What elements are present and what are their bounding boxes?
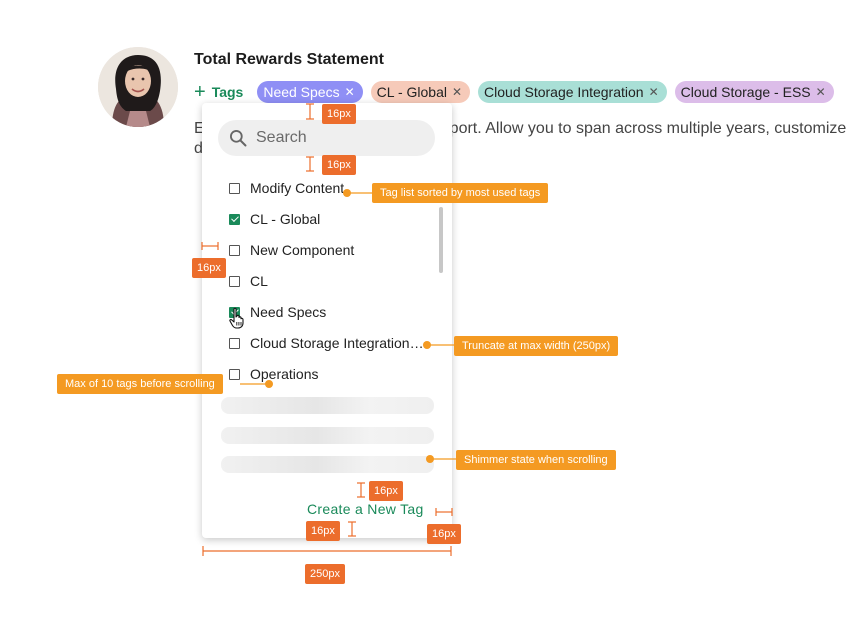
tag-option-label: Need Specs — [250, 304, 327, 320]
tag-option-new-component[interactable]: New Component — [229, 240, 354, 260]
checkbox[interactable] — [229, 368, 240, 380]
spacing-badge: 16px — [427, 524, 461, 544]
spacing-badge: 16px — [306, 521, 340, 541]
close-icon[interactable]: ✕ — [451, 85, 463, 99]
shimmer-placeholder — [221, 427, 434, 444]
close-icon[interactable]: ✕ — [344, 85, 355, 99]
close-icon[interactable]: ✕ — [648, 85, 659, 99]
tag-option-cl-global[interactable]: CL - Global — [229, 209, 320, 229]
tag-option-label: CL — [250, 273, 268, 289]
spacing-badge: 16px — [369, 481, 403, 501]
tag-chip-need-specs[interactable]: Need Specs ✕ — [257, 81, 363, 103]
spacing-badge: 16px — [192, 258, 226, 278]
checkbox[interactable] — [229, 244, 240, 256]
tag-dropdown: Modify Content CL - Global New Component… — [202, 103, 452, 538]
hand-cursor-icon — [229, 307, 244, 329]
tag-chip-cloud-storage-ess[interactable]: Cloud Storage - ESS ✕ — [674, 81, 834, 103]
width-badge: 250px — [305, 564, 345, 584]
tag-option-label: New Component — [250, 242, 355, 258]
tag-option-cloud-storage-integration[interactable]: Cloud Storage Integration Services — [229, 333, 425, 353]
plus-icon: + — [194, 81, 206, 103]
note-truncate-max-width: Truncate at max width (250px) — [454, 336, 619, 356]
tag-chip-label: CL - Global — [376, 84, 447, 100]
checkbox-checked[interactable] — [229, 213, 240, 225]
tag-chip-cloud-storage-integration[interactable]: Cloud Storage Integration ✕ — [478, 81, 667, 103]
create-new-tag-button[interactable]: Create a New Tag — [307, 501, 424, 517]
tags-row: + Tags Need Specs ✕ CL - Global ✕ Cloud … — [194, 81, 842, 103]
note-max-tags-before-scrolling: Max of 10 tags before scrolling — [57, 374, 223, 394]
add-tags-button[interactable]: + Tags — [194, 82, 243, 102]
search-input[interactable] — [256, 129, 426, 147]
checkbox[interactable] — [229, 182, 240, 194]
scrollbar[interactable] — [439, 207, 443, 273]
spacing-badge: 16px — [322, 155, 356, 175]
description-line2-start: d — [194, 140, 203, 157]
close-icon[interactable]: ✕ — [815, 85, 826, 99]
avatar-image — [98, 47, 178, 127]
tag-option-label: CL - Global — [250, 211, 321, 227]
description-line1-end: port. Allow you to span across multiple … — [449, 120, 847, 137]
add-tags-label: Tags — [211, 84, 244, 100]
tag-option-label: Modify Content — [250, 180, 345, 196]
note-shimmer-state: Shimmer state when scrolling — [456, 450, 616, 470]
tag-option-operations[interactable]: Operations — [229, 364, 318, 384]
shimmer-placeholder — [221, 397, 434, 414]
tag-option-label: Operations — [250, 366, 319, 382]
tag-chip-label: Cloud Storage - ESS — [680, 84, 811, 100]
note-sorted-by-most-used: Tag list sorted by most used tags — [372, 183, 549, 203]
tag-option-label: Cloud Storage Integration Services — [250, 335, 425, 351]
checkbox[interactable] — [229, 275, 240, 287]
tag-chip-label: Cloud Storage Integration — [484, 84, 644, 100]
page-title: Total Rewards Statement — [194, 51, 384, 68]
shimmer-placeholder — [221, 456, 434, 473]
avatar — [98, 47, 178, 127]
search-icon — [230, 130, 247, 147]
checkbox[interactable] — [229, 337, 240, 349]
search-field[interactable] — [218, 120, 435, 156]
tag-option-modify-content[interactable]: Modify Content — [229, 178, 344, 198]
spacing-badge: 16px — [322, 104, 356, 124]
tag-chip-label: Need Specs — [263, 84, 340, 100]
tag-chip-cl-global[interactable]: CL - Global ✕ — [370, 81, 471, 103]
description-line1-start: E — [194, 120, 205, 137]
tag-option-cl[interactable]: CL — [229, 271, 268, 291]
